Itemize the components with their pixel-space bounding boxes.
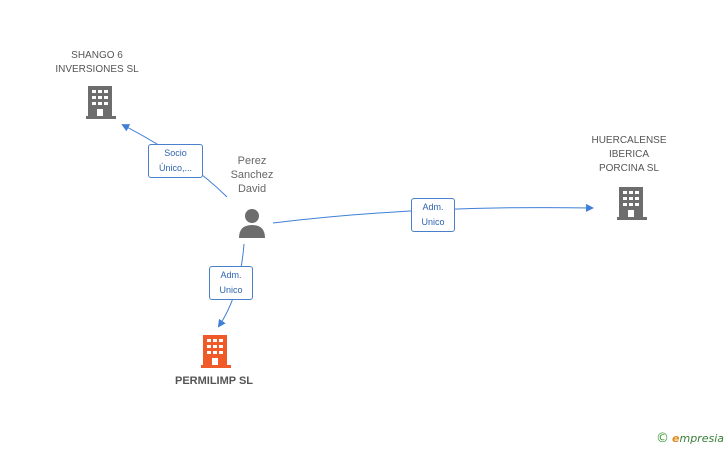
company-label-shango[interactable]: SHANGO 6 INVERSIONES SL xyxy=(42,49,152,77)
edge-label-line: Adm. xyxy=(422,202,444,212)
edge-label-line: Unico xyxy=(421,217,445,227)
person-label-line: Sanchez xyxy=(230,169,274,181)
edge-label-socio-unico[interactable]: Socio Único,... xyxy=(148,144,203,178)
company-label-line: PORCINA SL xyxy=(598,163,660,174)
person-label[interactable]: Perez Sanchez David xyxy=(212,154,292,196)
company-label-line: INVERSIONES SL xyxy=(55,64,139,75)
company-label-huercalense[interactable]: HUERCALENSE IBERICA PORCINA SL xyxy=(574,134,684,176)
company-label-line: IBERICA xyxy=(608,149,649,160)
person-label-line: Perez xyxy=(237,155,267,167)
company-label-permilimp[interactable]: PERMILIMP SL xyxy=(174,375,254,387)
building-icon[interactable] xyxy=(201,335,231,368)
edge-label-line: Socio xyxy=(164,148,187,158)
edge-label-adm-unico-huercalense[interactable]: Adm. Unico xyxy=(411,198,455,232)
building-icon[interactable] xyxy=(617,187,647,220)
edge-label-line: Unico xyxy=(219,285,243,295)
edge-label-adm-unico-permilimp[interactable]: Adm. Unico xyxy=(209,266,253,300)
empresia-watermark: ©empresia xyxy=(656,431,724,446)
company-label-line: HUERCALENSE xyxy=(591,135,667,146)
company-label-line: SHANGO 6 xyxy=(71,50,123,61)
edge-label-line: Único,... xyxy=(158,163,192,173)
person-label-line: David xyxy=(237,183,267,195)
edge-label-line: Adm. xyxy=(220,270,242,280)
brand-initial: e xyxy=(672,432,680,445)
brand-name: mpresia xyxy=(679,432,724,445)
building-icon[interactable] xyxy=(86,86,116,119)
copyright-icon: © xyxy=(656,431,670,446)
person-icon[interactable] xyxy=(239,209,265,238)
